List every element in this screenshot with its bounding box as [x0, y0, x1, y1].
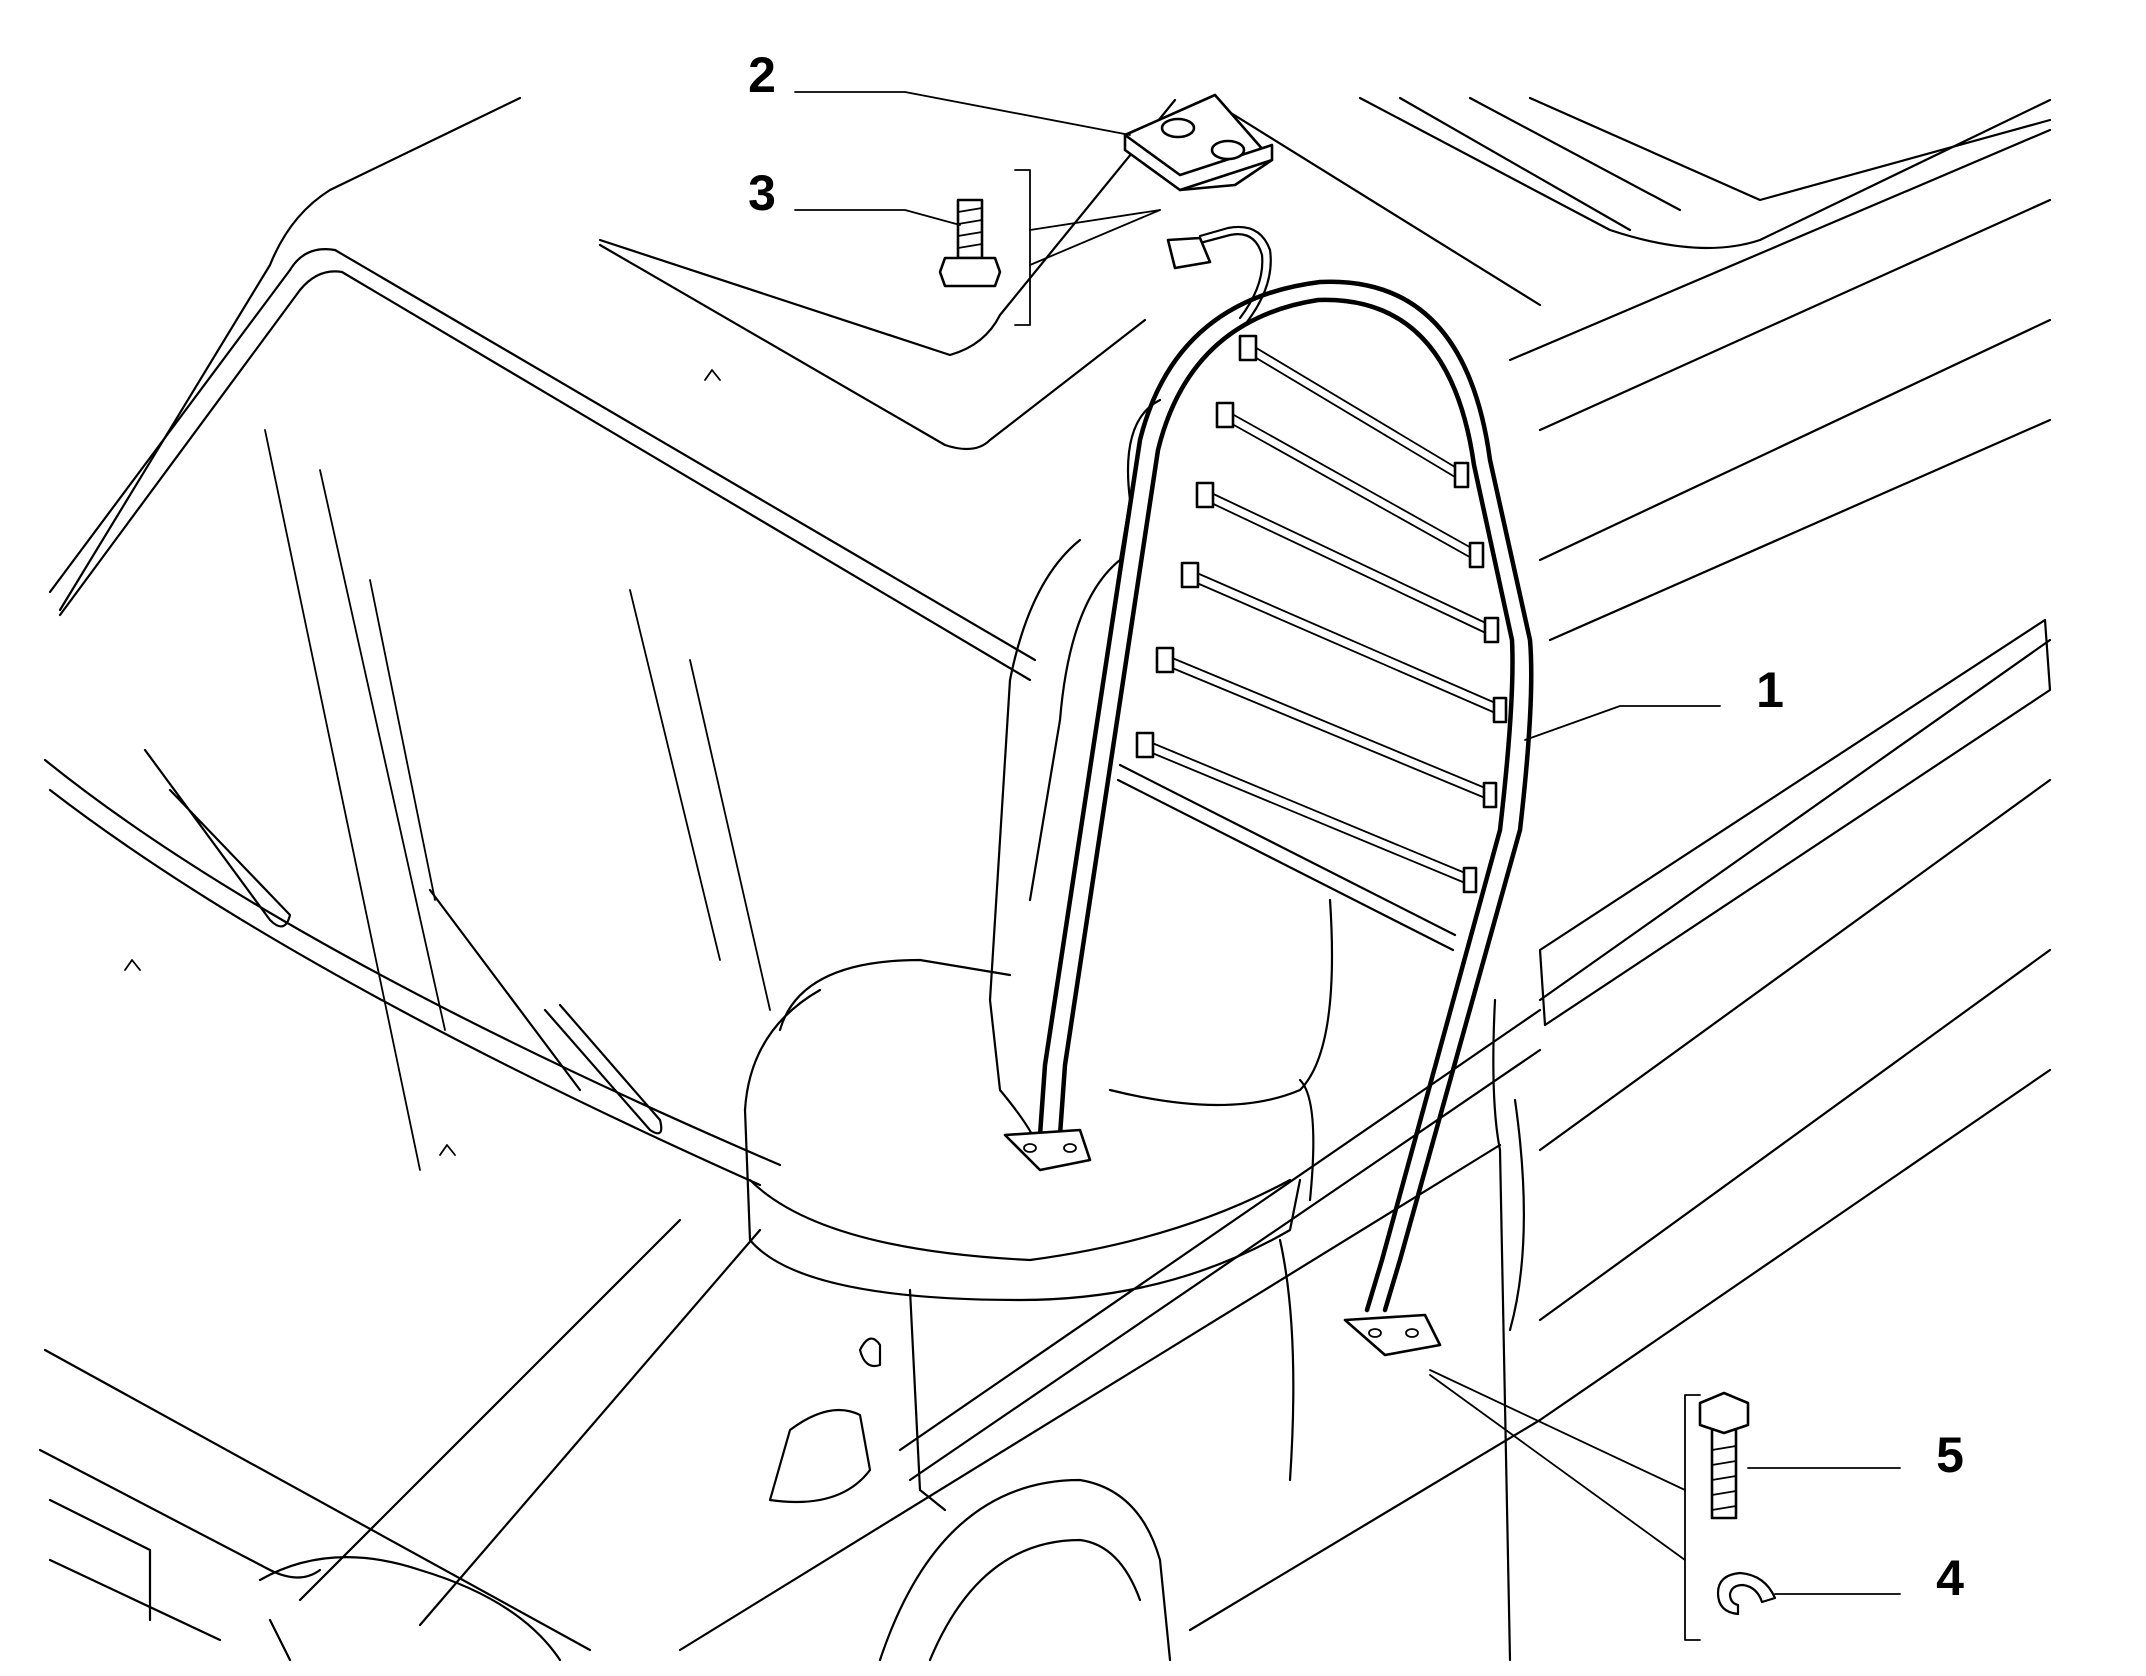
- vehicle-outline: [38, 96, 2052, 1662]
- seat-outline: [743, 398, 1334, 1512]
- roll-bar-part-1: [1003, 225, 1534, 1357]
- callout-5: 5: [1936, 1427, 1964, 1483]
- bolt-part-3: [938, 198, 1002, 288]
- leader-lines: [794, 91, 1901, 1641]
- bolt-part-5: [1698, 1391, 1750, 1520]
- callout-4: 4: [1936, 1550, 1964, 1606]
- callout-2: 2: [748, 47, 776, 103]
- clip-part-4: [1716, 1571, 1777, 1616]
- plate-part-2: [1123, 93, 1274, 192]
- callout-1: 1: [1756, 662, 1784, 718]
- callout-3: 3: [748, 165, 776, 221]
- callout-labels: 2 3 1 5 4: [748, 47, 1964, 1606]
